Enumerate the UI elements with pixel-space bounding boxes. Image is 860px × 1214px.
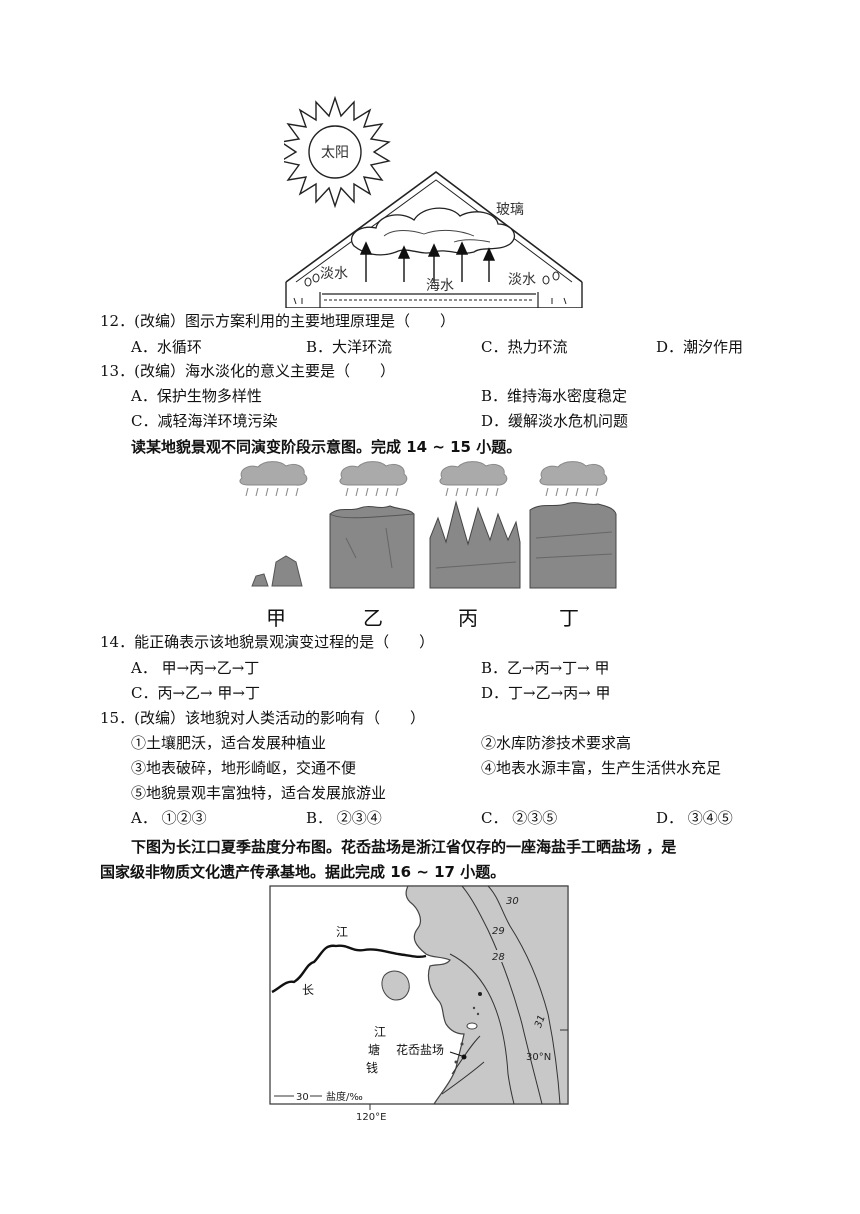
q12-stem: 12．(改编）图示方案利用的主要地理原理是（ ） [100, 312, 455, 330]
isoline-28-label: 28 [492, 952, 505, 963]
q15-option-d[interactable]: D． ③④⑤ [656, 809, 733, 827]
stage-label-bing: 丙 [458, 606, 478, 630]
q12-option-c[interactable]: C．热力环流 [481, 338, 568, 356]
q15-option-a[interactable]: A． ①②③ [131, 809, 207, 827]
map-legend: 30 盐度/‰ [274, 1090, 363, 1103]
stage-ding-block [529, 502, 617, 589]
stage-label-jia: 甲 [266, 606, 286, 630]
rain-cloud-icon [539, 461, 608, 497]
q15-item-1: ①土壤肥沃，适合发展种植业 [131, 734, 327, 752]
q15-item-4: ④地表水源丰富，生产生活供水充足 [481, 759, 722, 777]
latitude-label: 30°N [526, 1052, 551, 1063]
q14-option-c[interactable]: C．丙→乙→ 甲→丁 [131, 684, 260, 702]
q13-option-d[interactable]: D．缓解淡水危机问题 [481, 412, 629, 430]
desalination-diagram: 太阳 玻璃 淡水 海水 淡水 [284, 96, 583, 308]
label-jiang-mid: 江 [374, 1025, 386, 1039]
q12-option-d[interactable]: D．潮汐作用 [656, 338, 744, 356]
label-tang: 塘 [368, 1042, 380, 1057]
landform-stages-diagram [239, 461, 617, 589]
q13-stem: 13．(改编）海水淡化的意义主要是（ ） [100, 362, 395, 380]
stage-jia-rocks [251, 555, 303, 587]
q13-option-a[interactable]: A．保护生物多样性 [131, 387, 262, 405]
q15-option-b[interactable]: B． ②③④ [306, 809, 382, 827]
fresh-water-right: 淡水 [508, 272, 536, 288]
evaporation-arrows [359, 241, 496, 282]
q14-option-b[interactable]: B．乙→丙→丁→ 甲 [481, 659, 610, 677]
q15-option-c[interactable]: C． ②③⑤ [481, 809, 558, 827]
q15-stem: 15．(改编）该地貌对人类活动的影响有（ ） [100, 709, 425, 727]
label-jiang-top: 江 [336, 925, 348, 939]
q15-item-5: ⑤地貌景观丰富独特，适合发展旅游业 [131, 784, 387, 802]
stage-label-yi: 乙 [363, 606, 383, 630]
glass-label: 玻璃 [496, 201, 524, 218]
longitude-label: 120°E [356, 1112, 386, 1123]
lead-14-15: 读某地貌景观不同演变阶段示意图。完成 14 ~ 15 小题。 [131, 438, 522, 456]
q15-item-2: ②水库防渗技术要求高 [481, 734, 632, 752]
yangtze-river [271, 944, 427, 994]
saltfield-marker [461, 1054, 467, 1060]
isoline-31-label: 31 [533, 1014, 548, 1030]
label-chang: 长 [302, 983, 314, 997]
salinity-map: 30 29 28 31 江 长 江 塘 钱 花岙盐场 30°N 30 盐度/‰ … [269, 885, 569, 1123]
q12-option-a[interactable]: A．水循环 [131, 338, 202, 356]
label-qian: 钱 [366, 1060, 378, 1075]
rain-cloud-icon [239, 461, 308, 497]
label-saltfield: 花岙盐场 [396, 1042, 444, 1057]
q12-option-b[interactable]: B．大洋环流 [306, 338, 393, 356]
basin [285, 282, 583, 308]
rain-cloud-icon [339, 461, 408, 497]
q13-option-b[interactable]: B．维持海水密度稳定 [481, 387, 628, 405]
q14-stem: 14．能正确表示该地貌景观演变过程的是（ ） [100, 633, 435, 651]
isoline-30-label: 30 [506, 896, 519, 907]
q14-option-d[interactable]: D．丁→乙→丙→ 甲 [481, 684, 611, 702]
stage-bing-peaks [429, 500, 521, 589]
taihu-lake [381, 970, 410, 1001]
q13-option-c[interactable]: C．减轻海洋环境污染 [131, 412, 278, 430]
glass-roof [285, 171, 583, 283]
water-drops [304, 271, 560, 287]
isoline-29-label: 29 [492, 926, 505, 937]
fresh-water-left: 淡水 [320, 266, 348, 282]
q14-option-a[interactable]: A． 甲→丙→乙→丁 [131, 659, 260, 677]
stage-yi-block [329, 505, 415, 589]
sea-water-label: 海水 [426, 278, 454, 294]
legend-value: 30 [296, 1092, 309, 1103]
sun-label: 太阳 [321, 145, 349, 161]
sun-icon [284, 96, 391, 209]
legend-label: 盐度/‰ [326, 1090, 363, 1103]
q15-item-3: ③地表破碎，地形崎岖，交通不便 [131, 759, 357, 777]
rain-cloud-icon [439, 461, 508, 497]
salinity-isolines [441, 885, 561, 1105]
lead-16-17-line1: 下图为长江口夏季盐度分布图。花岙盐场是浙江省仅存的一座海盐手工晒盐场 ，是 [131, 838, 677, 856]
lead-16-17-line2: 国家级非物质文化遗产传承基地。据此完成 16 ~ 17 小题。 [100, 863, 506, 881]
stage-label-ding: 丁 [559, 606, 579, 630]
